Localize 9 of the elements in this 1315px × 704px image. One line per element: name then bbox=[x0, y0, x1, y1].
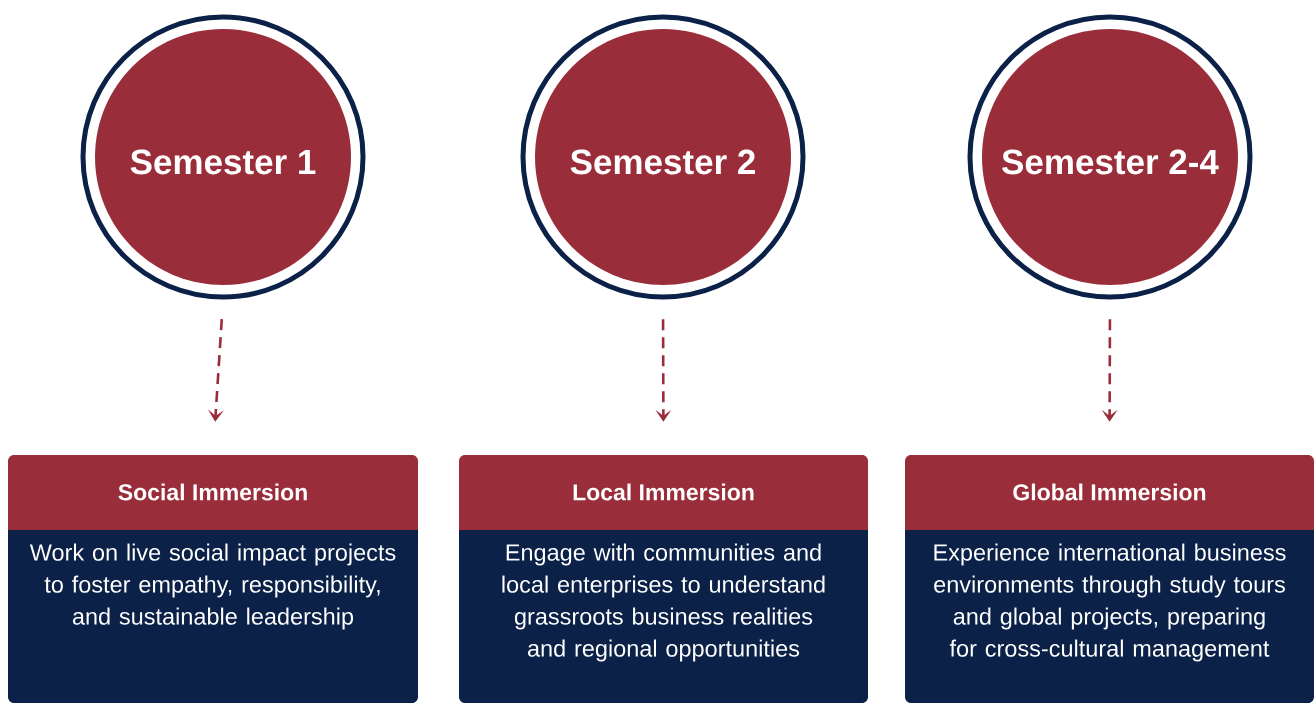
node-label: Work on live social impact projects to foster empathy, responsibility, and sustainable leadership bbox=[29, 543, 396, 630]
immersion-card: Social Immersion Work on live social impact projects to foster empathy, responsibility, and sustainable leadership bbox=[8, 455, 418, 703]
immersion-card: Local Immersion Engage with communities and local enterprises to understand grassroots business realities and regional opportunities bbox=[459, 455, 868, 703]
node-label: Engage with communities and local enterprises to understand grassroots business realities and regional opportunities bbox=[502, 543, 825, 662]
node-label: Experience international business environments through study tours and global projects, preparing for cross-cultural management bbox=[934, 543, 1286, 662]
node-label: Global Immersion bbox=[1013, 483, 1206, 501]
node-label: Local Immersion bbox=[573, 483, 754, 501]
immersion-card: Global Immersion Experience international business environments through study tours and global projects, preparing for cross-cultural management bbox=[905, 455, 1314, 703]
node-label: Social Immersion bbox=[118, 483, 307, 501]
